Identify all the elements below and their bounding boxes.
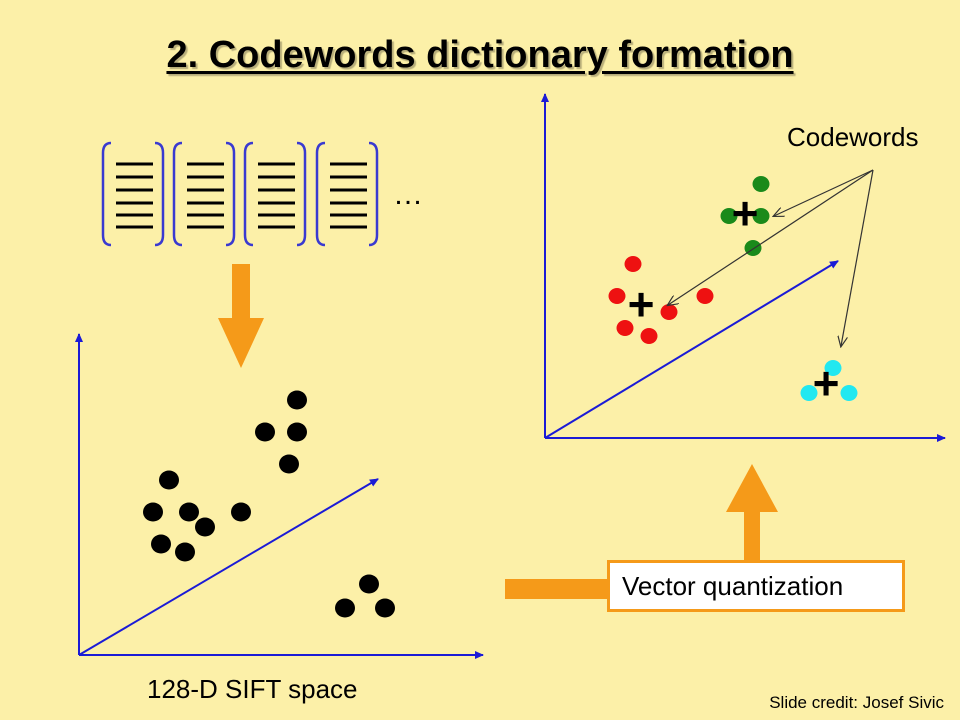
slide-title: 2. Codewords dictionary formation [166, 34, 794, 76]
descriptor-vector [243, 141, 307, 247]
codeword-space-axes [541, 93, 946, 442]
vq-connector-bar [505, 579, 609, 599]
plus-marker-icon: + [732, 187, 759, 239]
sift-space-label: 128-D SIFT space [147, 674, 358, 704]
codeword-pointer-arrows [668, 169, 874, 346]
green-cluster [720, 176, 770, 256]
descriptor-vector [172, 141, 236, 247]
vector-quantization-box: Vector quantization [607, 560, 905, 612]
ellipsis-text: … [393, 178, 423, 211]
descriptor-vector [101, 141, 165, 247]
red-cluster [608, 256, 714, 344]
slide-credit: Slide credit: Josef Sivic [769, 693, 944, 712]
down-arrow-icon [218, 264, 264, 368]
cyan-cluster [800, 360, 858, 401]
up-arrow-icon [726, 464, 778, 560]
feature-points [143, 390, 395, 618]
descriptor-vectors [101, 141, 379, 247]
plus-marker-icon: + [813, 357, 840, 409]
codewords-label: Codewords [787, 122, 919, 152]
descriptor-vector [315, 141, 379, 247]
plus-marker-icon: + [628, 278, 655, 330]
sift-space-axes [75, 333, 484, 659]
